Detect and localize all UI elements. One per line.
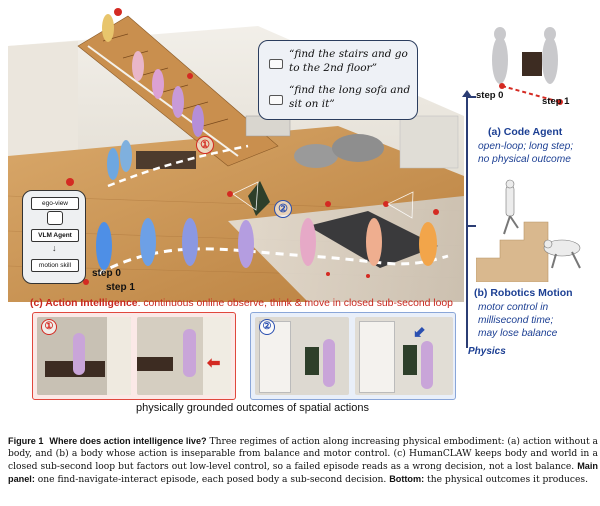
code-step-1: step 1 [542, 96, 570, 107]
agent-loop-panel: ego-view VLM Agent ↓ motion skill [22, 190, 86, 284]
code-agent-illustration [492, 27, 563, 105]
motion-skill-label: motion skill [31, 259, 79, 272]
figure-body: Three regimes of action along increasing… [8, 437, 598, 472]
main-panel-label: Main panel: [8, 461, 598, 484]
task-1-text: “find the stairs and go to the 2nd floor… [289, 48, 408, 74]
scene-step-1: step 1 [106, 282, 135, 293]
code-agent-desc-line-2: no physical outcome [478, 154, 571, 165]
main-panel-text: one find-navigate-interact episode, each… [34, 475, 390, 485]
outcome-marker-2-icon: ② [259, 319, 275, 335]
figure-title: Where does action intelligence live? [49, 436, 207, 446]
main-scene-illustration [8, 8, 464, 302]
robot-head-icon [47, 211, 63, 225]
task-instruction-bubble: “find the stairs and go to the 2nd floor… [258, 40, 418, 120]
figure-label: Figure 1 [8, 436, 44, 446]
marker-1-icon: ① [196, 136, 214, 154]
arrow-down-icon: ↓ [52, 243, 57, 253]
scene-step-0: step 0 [92, 268, 121, 279]
outcome-group-1: ① ⬅ [32, 312, 236, 400]
blue-arrow-icon: ⬋ [413, 324, 426, 341]
bottom-text: the physical outcomes it produces. [424, 475, 589, 485]
code-step-0: step 0 [476, 90, 504, 101]
ego-view-label: ego-view [31, 197, 79, 210]
task-1-icon [269, 59, 283, 69]
outcome-group-2: ② ⬋ [250, 312, 456, 400]
robotics-desc-line-1: motor control in [478, 302, 549, 313]
robotics-desc-line-2: millisecond time; [478, 315, 554, 326]
robotics-desc-line-3: may lose balance [478, 328, 558, 339]
task-2-icon [269, 95, 283, 105]
action-intelligence-caption: (c) Action Intelligence: continuous onli… [30, 298, 453, 309]
axis-tick-a [466, 96, 476, 98]
axis-tick-b [466, 225, 476, 227]
outcome-2a-image [255, 317, 349, 395]
physics-axis-label: Physics [468, 346, 506, 357]
robotics-title: (b) Robotics Motion [474, 287, 573, 299]
outcome-marker-1-icon: ① [41, 319, 57, 335]
code-agent-desc: open-loop; long step; no physical outcom… [478, 140, 596, 166]
bottom-caption: physically grounded outcomes of spatial … [136, 402, 369, 414]
marker-2-icon: ② [274, 200, 292, 218]
bottom-label: Bottom: [389, 474, 425, 484]
task-2-text: “find the long sofa and sit on it” [289, 84, 411, 110]
physics-axis-line [466, 96, 468, 348]
code-agent-title: (a) Code Agent [488, 126, 563, 138]
robotics-desc: motor control in millisecond time; may l… [478, 301, 596, 340]
outcome-2b-image: ⬋ [355, 317, 453, 395]
outcome-1b-image: ⬅ [137, 317, 231, 395]
code-agent-desc-line-1: open-loop; long step; [478, 141, 574, 152]
caption-c-title: (c) Action Intelligence [30, 298, 138, 309]
robotics-illustration [476, 179, 581, 282]
vlm-agent-label: VLM Agent [31, 229, 79, 242]
caption-c-body: : continuous online observe, think & mov… [137, 298, 453, 309]
axis-arrow-head-icon [462, 90, 472, 97]
red-arrow-icon: ⬅ [207, 355, 221, 372]
figure-caption: Figure 1 Where does action intelligence … [8, 435, 598, 486]
